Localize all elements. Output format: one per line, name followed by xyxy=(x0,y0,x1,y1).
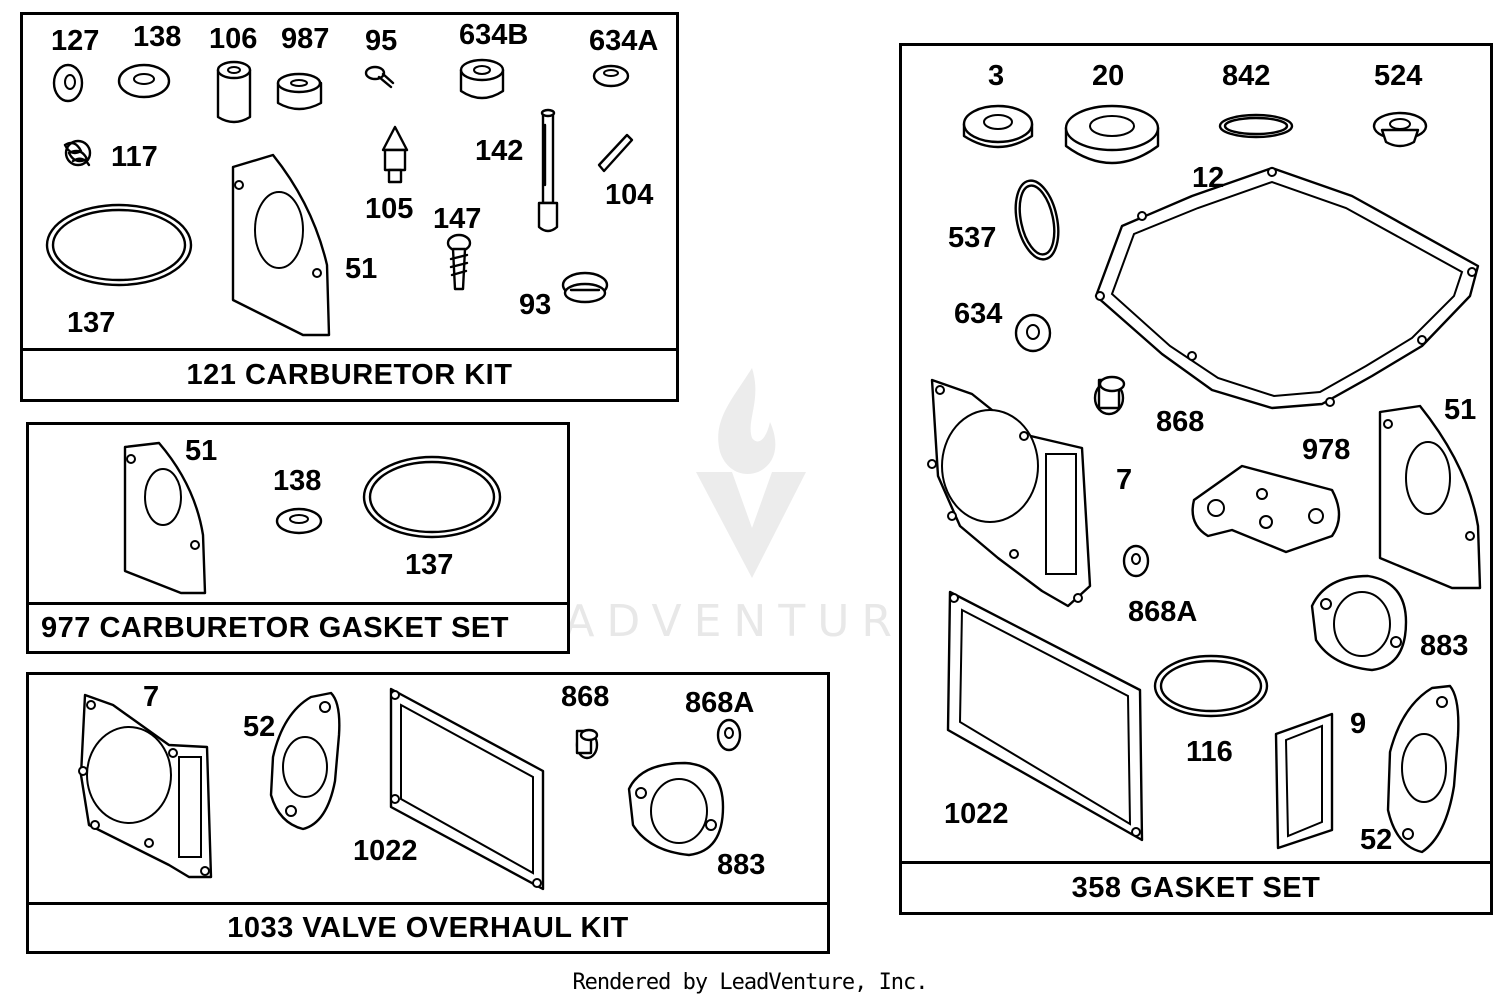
part-12-crankcase-gasket-icon xyxy=(1094,166,1480,410)
part-1022-cover-gasket-icon xyxy=(946,590,1144,842)
part-842-ring-icon xyxy=(1218,113,1294,139)
carburetor-gasket-set-panel: 51 138 137 977 CARBURETOR GASKET SET xyxy=(26,422,570,654)
part-52-intake-gasket-icon xyxy=(269,691,341,831)
valve-overhaul-kit-panel: 7 52 868 868A 1022 883 1033 VALVE OVERHA… xyxy=(26,672,830,954)
part-127-washer-icon xyxy=(52,63,84,103)
label-978: 978 xyxy=(1302,434,1351,466)
part-868-plug-icon xyxy=(1093,375,1126,416)
part-95-screw-icon xyxy=(364,65,395,89)
label-105: 105 xyxy=(365,193,414,225)
label-116: 116 xyxy=(1186,736,1233,768)
part-883-gasket-icon xyxy=(627,761,725,857)
part-52-intake-gasket-icon xyxy=(1386,684,1460,854)
part-104-pin-icon xyxy=(597,133,634,173)
label-524: 524 xyxy=(1374,60,1423,92)
valve-overhaul-kit-parts xyxy=(78,687,742,891)
part-51-gasket-plate-icon xyxy=(123,441,207,595)
label-987: 987 xyxy=(281,23,330,55)
label-634a: 634A xyxy=(589,25,659,57)
label-883: 883 xyxy=(717,849,766,881)
part-106-bushing-icon xyxy=(216,60,252,124)
part-7-head-gasket-icon xyxy=(78,693,213,879)
label-868a: 868A xyxy=(1128,596,1198,628)
carburetor-kit-panel: 127 138 106 987 95 634B 634A 117 142 104… xyxy=(20,12,679,402)
label-868: 868 xyxy=(1156,406,1205,438)
label-137: 137 xyxy=(67,307,116,339)
label-138: 138 xyxy=(133,21,182,53)
part-105-needle-icon xyxy=(381,125,409,184)
gasket-set-parts xyxy=(927,104,1482,854)
label-51: 51 xyxy=(345,253,378,285)
part-634-washer-icon xyxy=(1014,313,1052,353)
label-537: 537 xyxy=(948,222,997,254)
label-634b: 634B xyxy=(459,19,529,51)
part-978-bracket-icon xyxy=(1191,464,1341,554)
label-7: 7 xyxy=(1116,464,1133,496)
gasket-set-panel: 3 20 842 524 12 537 634 868 51 978 7 868… xyxy=(899,43,1493,915)
carburetor-kit-parts xyxy=(45,58,634,337)
part-20-seal-icon xyxy=(1064,104,1160,165)
part-1022-cover-gasket-icon xyxy=(389,687,545,891)
part-868a-washer-icon xyxy=(716,718,742,752)
carburetor-kit-title: 121 CARBURETOR KIT xyxy=(23,348,676,399)
label-51: 51 xyxy=(1444,394,1477,426)
part-9-gasket-icon xyxy=(1274,712,1334,850)
label-12: 12 xyxy=(1192,162,1225,194)
label-95: 95 xyxy=(365,25,398,57)
label-842: 842 xyxy=(1222,60,1271,92)
part-524-grommet-icon xyxy=(1372,111,1428,148)
carburetor-gasket-set-title: 977 CARBURETOR GASKET SET xyxy=(29,602,567,651)
part-117-spring-icon xyxy=(63,139,92,167)
part-537-ring-icon xyxy=(1014,179,1060,261)
part-93-float-valve-icon xyxy=(561,271,609,304)
valve-overhaul-kit-title: 1033 VALVE OVERHAUL KIT xyxy=(29,902,827,951)
part-137-ring-icon xyxy=(362,455,502,539)
gasket-set-title: 358 GASKET SET xyxy=(902,861,1490,912)
part-116-ring-icon xyxy=(1153,654,1269,718)
part-147-screw-icon xyxy=(446,233,472,291)
part-868a-washer-icon xyxy=(1122,544,1150,578)
part-883-gasket-icon xyxy=(1310,574,1408,672)
label-138: 138 xyxy=(273,465,322,497)
label-52: 52 xyxy=(243,711,276,743)
label-7: 7 xyxy=(143,681,160,713)
part-138-washer-icon xyxy=(275,507,323,535)
label-1022: 1022 xyxy=(944,798,1009,830)
label-106: 106 xyxy=(209,23,258,55)
part-51-gasket-plate-icon xyxy=(1378,404,1482,590)
label-1022: 1022 xyxy=(353,835,418,867)
label-9: 9 xyxy=(1350,708,1367,740)
part-634a-washer-icon xyxy=(592,64,630,88)
label-93: 93 xyxy=(519,289,552,321)
part-3-seal-icon xyxy=(962,104,1034,149)
part-634b-bushing-icon xyxy=(459,58,505,100)
label-20: 20 xyxy=(1092,60,1125,92)
label-883: 883 xyxy=(1420,630,1469,662)
label-137: 137 xyxy=(405,549,454,581)
carburetor-gasket-set-parts xyxy=(123,441,502,595)
label-52: 52 xyxy=(1360,824,1393,856)
label-117: 117 xyxy=(111,141,158,173)
part-987-bushing-icon xyxy=(276,72,323,111)
label-634: 634 xyxy=(954,298,1003,330)
label-3: 3 xyxy=(988,60,1005,92)
part-138-washer-icon xyxy=(117,63,171,99)
label-147: 147 xyxy=(433,203,482,235)
part-868-plug-icon xyxy=(575,728,599,760)
label-51: 51 xyxy=(185,435,218,467)
label-142: 142 xyxy=(475,135,524,167)
label-868: 868 xyxy=(561,681,610,713)
part-142-tube-icon xyxy=(537,108,559,233)
footer-credit: Rendered by LeadVenture, Inc. xyxy=(572,970,928,995)
part-51-gasket-plate-icon xyxy=(231,153,331,337)
part-137-ring-icon xyxy=(45,203,193,287)
label-868a: 868A xyxy=(685,687,755,719)
part-7-head-gasket-icon xyxy=(927,378,1092,608)
label-104: 104 xyxy=(605,179,654,211)
label-127: 127 xyxy=(51,25,100,57)
